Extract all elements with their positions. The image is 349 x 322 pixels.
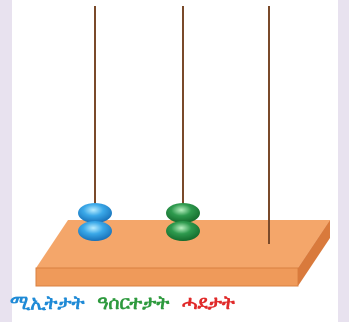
abacus-base-front <box>35 267 299 287</box>
bead-hundreds-upper <box>78 203 112 223</box>
label-hundreds: ሚኢትታት <box>10 292 85 314</box>
bead-tens-lower <box>166 221 200 241</box>
bead-tens-upper <box>166 203 200 223</box>
abacus-base-side <box>298 220 330 286</box>
place-value-labels: ሚኢትታት ዓሰርተታት ሓደታት <box>10 291 345 315</box>
label-tens: ዓሰርተታት <box>97 292 170 314</box>
bead-hundreds-lower <box>78 221 112 241</box>
label-ones: ሓደታት <box>181 292 235 314</box>
